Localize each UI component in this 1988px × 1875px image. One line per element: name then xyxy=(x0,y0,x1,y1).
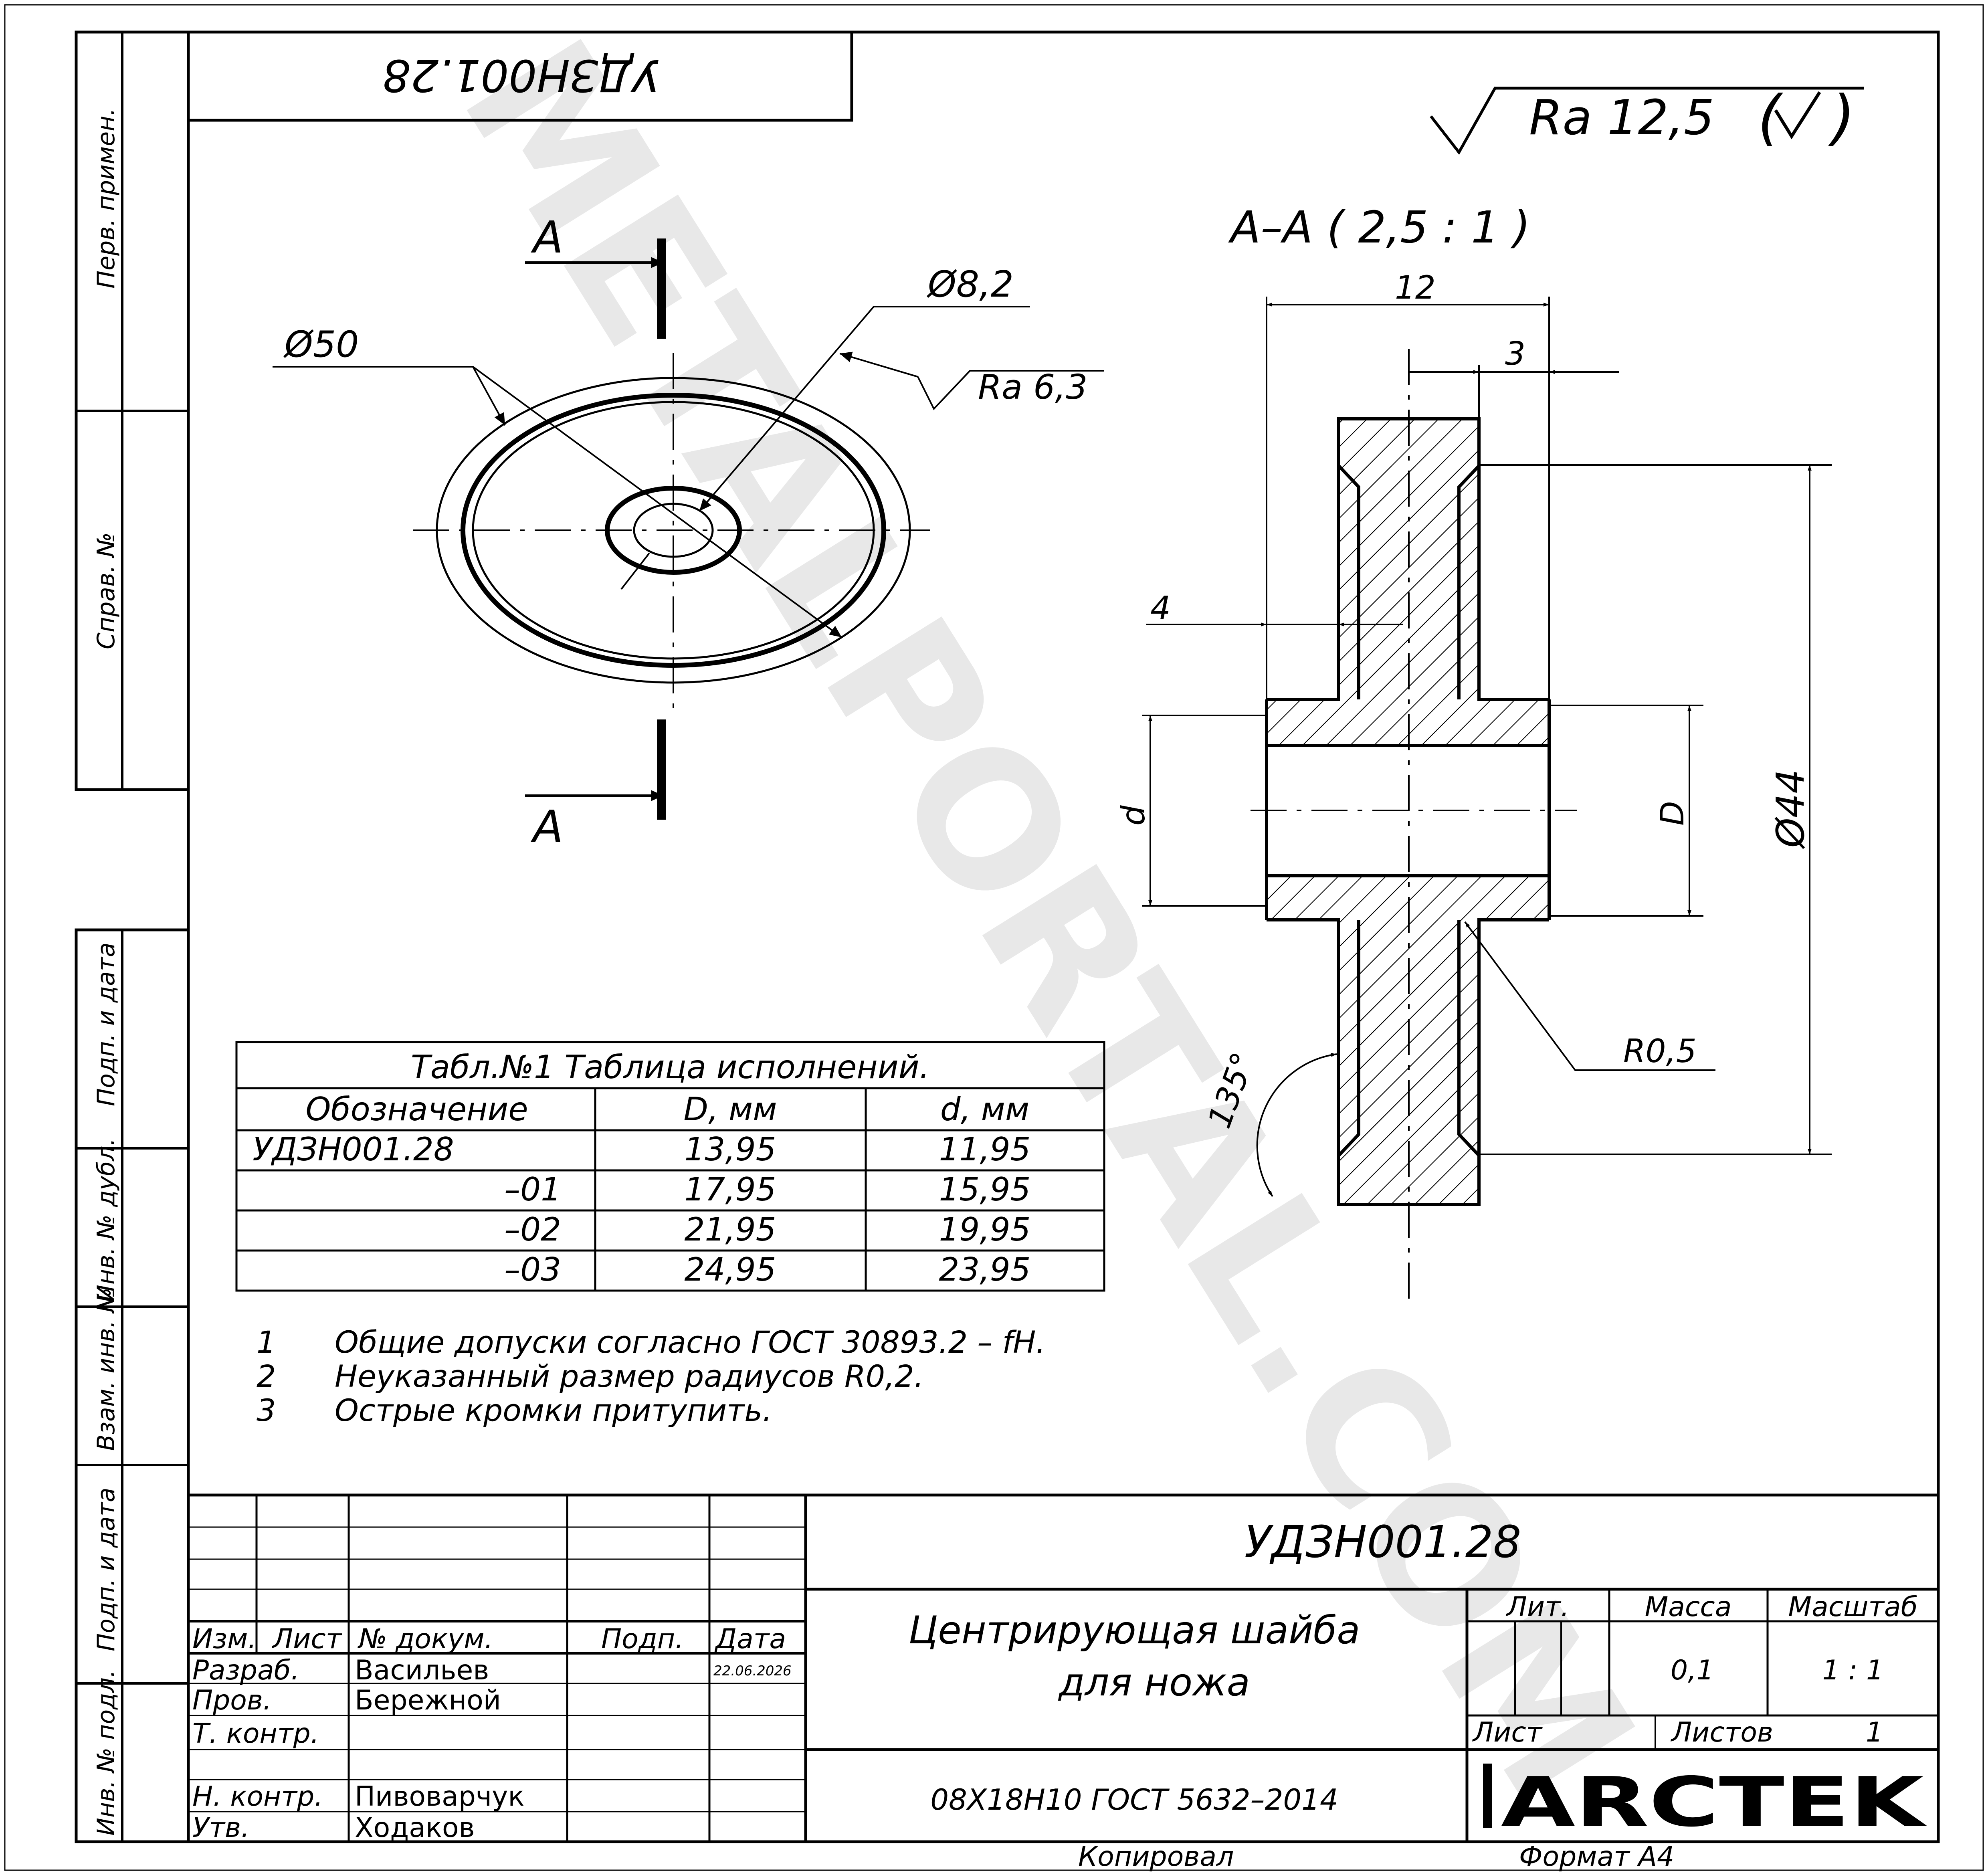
roughness-close-paren: ) xyxy=(1828,83,1855,153)
note-1-num: 1 xyxy=(257,1324,276,1360)
label-inv-podl: Инв. № подл. xyxy=(92,1670,120,1836)
sheet-frames xyxy=(4,4,1984,1871)
col-data: Дата xyxy=(714,1623,786,1655)
title-block xyxy=(188,1493,1938,1842)
table-title: Табл.№1 Таблица исполнений. xyxy=(411,1049,929,1086)
dim-ra63: Ra 6,3 xyxy=(978,368,1087,407)
variants-table-text: Табл.№1 Таблица исполнений. Обозначение … xyxy=(253,1049,1031,1288)
table-header-designation: Обозначение xyxy=(305,1091,528,1128)
dim-w3: 3 xyxy=(1505,335,1525,372)
title-block-text: Изм. Лист № докум. Подп. Дата Разраб. Пр… xyxy=(192,1516,1918,1873)
tb-lit-label: Лит. xyxy=(1505,1591,1570,1623)
section-label: А–А ( 2,5 : 1 ) xyxy=(1228,202,1530,253)
role-utv: Утв. xyxy=(192,1812,250,1844)
tb-name-line2: для ножа xyxy=(1058,1661,1250,1705)
tb-copied: Копировал xyxy=(1078,1841,1234,1873)
label-podp-data-2: Подп. и дата xyxy=(92,1487,120,1651)
tb-scale: 1 : 1 xyxy=(1822,1655,1884,1686)
tb-mass: 0,1 xyxy=(1671,1655,1714,1686)
label-perv-primen: Перв. примен. xyxy=(92,108,120,289)
tb-scale-label: Масштаб xyxy=(1788,1591,1917,1623)
table-cell-r2-c2: 19,95 xyxy=(939,1211,1030,1248)
tb-sheet-label: Лист xyxy=(1472,1717,1543,1748)
side-labels: Перв. примен. Справ. № Подп. и дата Инв.… xyxy=(92,108,120,1836)
sign-date: 22.06.2026 xyxy=(713,1663,792,1679)
tb-code: УДЗН001.28 xyxy=(1244,1516,1521,1568)
dim-d: d xyxy=(1115,805,1152,826)
table-cell-r2-c1: 21,95 xyxy=(684,1211,776,1248)
cut-letter-bottom: А xyxy=(531,801,563,852)
note-3-text: Острые кромки притупить. xyxy=(335,1392,772,1428)
cut-letter-top: А xyxy=(531,212,563,263)
dim-d50: Ø50 xyxy=(283,323,359,366)
name-razrab: Васильев xyxy=(355,1655,489,1686)
note-3-num: 3 xyxy=(257,1392,276,1428)
dim-d44: Ø44 xyxy=(1769,769,1813,849)
role-t-kontr: Т. контр. xyxy=(192,1718,319,1750)
table-header-d: d, мм xyxy=(940,1091,1029,1128)
tb-name-line1: Центрирующая шайба xyxy=(909,1608,1360,1653)
variants-table xyxy=(235,1041,1105,1292)
label-sprav: Справ. № xyxy=(92,532,120,649)
table-cell-r3-c1: 24,95 xyxy=(684,1251,776,1288)
table-cell-r2-c0: –02 xyxy=(504,1211,561,1248)
col-docnum: № докум. xyxy=(357,1623,493,1655)
note-2-num: 2 xyxy=(257,1358,276,1394)
tb-material: 08Х18Н10 ГОСТ 5632–2014 xyxy=(930,1783,1338,1816)
mirrored-code: УДЗН001.28 xyxy=(382,50,659,101)
mirrored-code-box: УДЗН001.28 xyxy=(188,32,853,122)
table-cell-r1-c2: 15,95 xyxy=(939,1171,1030,1208)
table-header-D: D, мм xyxy=(683,1091,777,1128)
table-cell-r1-c1: 17,95 xyxy=(684,1171,776,1208)
dim-r05: R0,5 xyxy=(1623,1032,1697,1070)
table-cell-r0-c2: 11,95 xyxy=(939,1131,1030,1168)
role-n-kontr: Н. контр. xyxy=(192,1781,323,1812)
tb-sheets-label: Листов xyxy=(1670,1717,1773,1748)
tb-format: Формат А4 xyxy=(1519,1841,1674,1873)
front-view xyxy=(273,238,1104,820)
col-list: Лист xyxy=(271,1623,343,1655)
dim-w4: 4 xyxy=(1150,590,1171,627)
note-1-text: Общие допуски согласно ГОСТ 30893.2 – fH… xyxy=(335,1324,1046,1360)
dim-D: D xyxy=(1654,801,1691,826)
name-n-kontr: Пивоварчук xyxy=(355,1781,524,1812)
roughness-general-text: Ra 12,5 xyxy=(1529,90,1714,146)
logo-text: ARCTEK xyxy=(1501,1763,1927,1842)
dim-w12: 12 xyxy=(1395,269,1436,306)
tb-mass-label: Масса xyxy=(1645,1591,1732,1623)
table-cell-r0-c1: 13,95 xyxy=(684,1131,776,1168)
table-cell-r3-c2: 23,95 xyxy=(939,1251,1030,1288)
role-razrab: Разраб. xyxy=(192,1655,299,1686)
arctek-logo: ARCTEK xyxy=(1483,1763,1927,1842)
table-cell-r1-c0: –01 xyxy=(504,1171,561,1208)
label-inv-dubl: Инв. № дубл. xyxy=(92,1138,120,1303)
label-vzam-inv: Взам. инв. № xyxy=(92,1288,120,1451)
name-prov: Бережной xyxy=(355,1685,501,1716)
name-utv: Ходаков xyxy=(355,1812,475,1844)
roughness-check-icon xyxy=(1774,91,1821,139)
technical-notes: 1 Общие допуски согласно ГОСТ 30893.2 – … xyxy=(257,1324,1046,1428)
table-cell-r3-c0: –03 xyxy=(504,1251,561,1288)
tb-sheets: 1 xyxy=(1866,1717,1883,1748)
table-cell-r0-c0: УДЗН001.28 xyxy=(253,1131,454,1168)
dim-d82: Ø8,2 xyxy=(926,263,1014,305)
col-izm: Изм. xyxy=(192,1623,257,1655)
roughness-general: Ra 12,5 ( ) xyxy=(1430,83,1864,155)
role-prov: Пров. xyxy=(192,1685,272,1716)
note-2-text: Неуказанный размер радиусов R0,2. xyxy=(335,1358,924,1394)
col-podp: Подп. xyxy=(601,1623,684,1655)
label-podp-data-1: Подп. и дата xyxy=(92,942,120,1106)
section-view: 12 3 4 d D Ø44 R0,5 135° xyxy=(1115,269,1832,1305)
